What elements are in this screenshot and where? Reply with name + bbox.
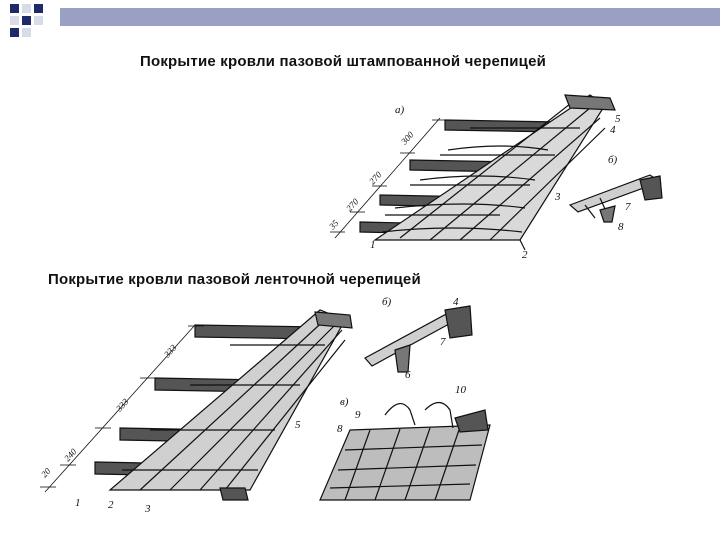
bottom-part-5: 5 (295, 419, 301, 431)
top-part-4: 4 (610, 124, 616, 136)
bottom-panel-label-v: в) (340, 396, 349, 408)
bottom-dimension-line (40, 324, 204, 493)
bottom-part-4: 4 (453, 296, 459, 308)
corner-square (10, 4, 19, 13)
bottom-figure (40, 305, 491, 501)
bottom-part-9: 9 (355, 409, 361, 421)
top-part-1: 1 (370, 239, 376, 251)
bottom-dim-333a: 333 (161, 342, 178, 360)
bottom-part-7: 7 (440, 336, 446, 348)
title-stamped-tile: Покрытие кровли пазовой штампованной чер… (140, 53, 547, 70)
top-dim-270a: 270 (367, 169, 384, 186)
bottom-part-1: 1 (75, 497, 81, 509)
top-part-3: 3 (554, 191, 561, 203)
top-part-2: 2 (522, 249, 528, 261)
top-part-8: 8 (618, 221, 624, 233)
bottom-panel-label-b: б) (382, 296, 392, 308)
top-dimension-line (330, 117, 447, 239)
bottom-detail-tile (364, 305, 473, 373)
corner-square (22, 16, 31, 25)
corner-square (22, 4, 31, 13)
corner-square (34, 16, 43, 25)
top-figure (330, 94, 663, 251)
top-detail-tile (568, 174, 663, 223)
top-dim-300: 300 (398, 129, 415, 147)
corner-square (34, 4, 43, 13)
bottom-dim-240: 240 (62, 446, 79, 463)
bottom-part-3: 3 (144, 503, 151, 515)
top-panel-label-b: б) (608, 154, 618, 166)
bottom-part-2: 2 (108, 499, 114, 511)
corner-square (10, 28, 19, 37)
top-dim-35: 35 (326, 218, 340, 232)
title-strip-tile: Покрытие кровли пазовой ленточной черепи… (48, 271, 421, 288)
corner-square (22, 28, 31, 37)
bottom-part-10: 10 (455, 384, 467, 396)
bottom-part-6: 6 (405, 369, 411, 381)
top-part-7: 7 (625, 201, 631, 213)
bottom-tiles (108, 309, 353, 501)
top-panel-label-a: а) (395, 104, 405, 116)
top-part-5: 5 (615, 113, 621, 125)
corner-decoration (0, 0, 60, 45)
header-bar (60, 8, 720, 26)
bottom-detail-strip (319, 401, 491, 501)
corner-square (10, 16, 19, 25)
top-tiles (373, 94, 616, 251)
bottom-dim-20: 20 (39, 466, 53, 480)
bottom-part-8: 8 (337, 423, 343, 435)
